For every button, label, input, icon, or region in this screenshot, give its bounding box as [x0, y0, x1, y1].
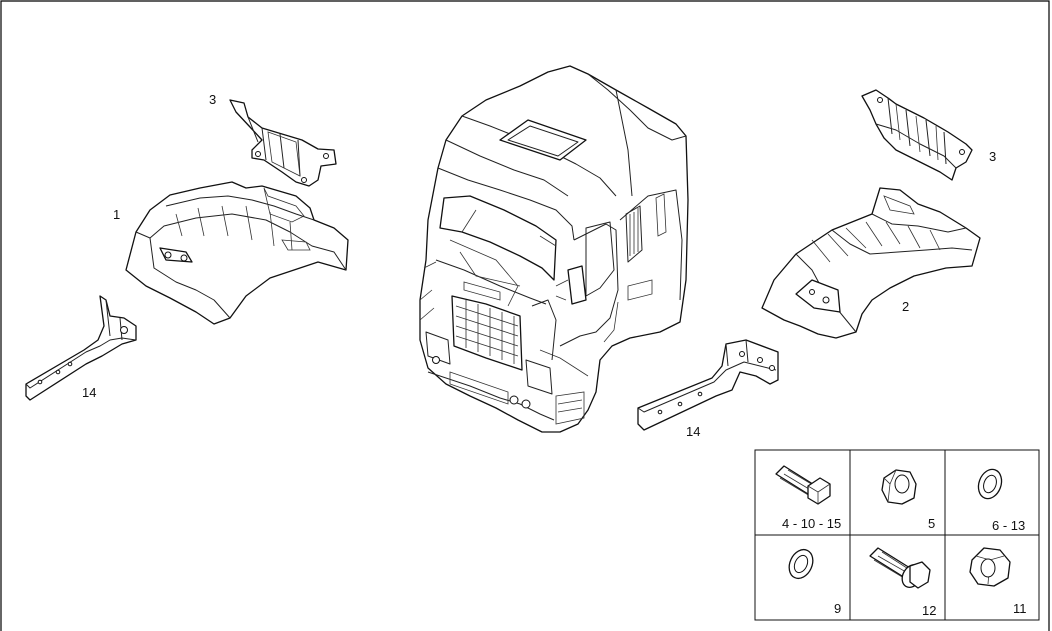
- legend-label-5: 12: [922, 603, 936, 618]
- washer-icon: [977, 468, 1003, 500]
- hex-nut-icon: [881, 469, 917, 505]
- callout-support-right: 14: [686, 424, 700, 439]
- support-right: [637, 339, 779, 431]
- bracket-right-top: [861, 89, 973, 181]
- legend-label-3: 6 - 13: [992, 518, 1025, 533]
- hardware-legend: 4 - 10 - 15 5 6 - 13 9 12: [754, 449, 1040, 621]
- legend-label-4: 9: [834, 601, 841, 616]
- callout-fender-right: 2: [902, 299, 909, 314]
- support-left: [25, 295, 137, 401]
- flange-screw-icon: [869, 547, 931, 589]
- callout-support-left: 14: [82, 385, 96, 400]
- truck-cab: [419, 65, 689, 433]
- flange-nut-icon: [969, 547, 1011, 587]
- legend-label-6: 11: [1013, 601, 1027, 616]
- legend-label-2: 5: [928, 516, 935, 531]
- callout-bracket-left-top: 3: [209, 92, 216, 107]
- screw-icon: [775, 465, 831, 505]
- callout-bracket-right-top: 3: [989, 149, 996, 164]
- fender-left: [125, 181, 349, 325]
- fender-right: [761, 187, 981, 339]
- washer-icon-2: [788, 548, 814, 580]
- bracket-left-top: [229, 99, 337, 187]
- callout-fender-left: 1: [113, 207, 120, 222]
- legend-label-1: 4 - 10 - 15: [782, 516, 841, 531]
